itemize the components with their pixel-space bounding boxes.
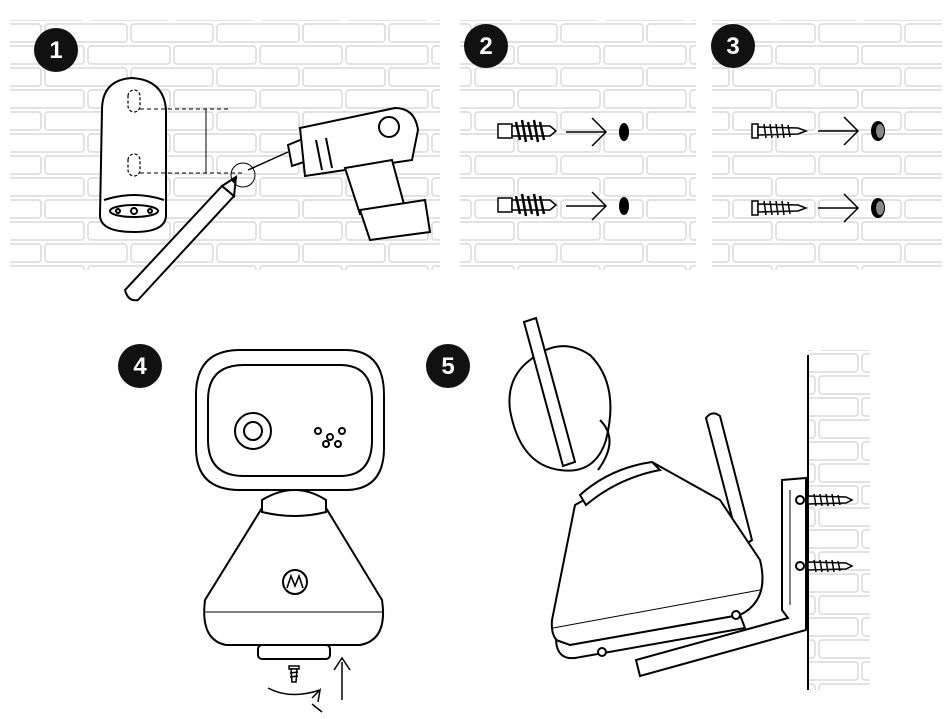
antenna <box>704 412 754 550</box>
drill-hole-icon <box>619 123 629 141</box>
screw-icon <box>751 123 809 139</box>
rotate-arrow-icon <box>267 656 351 713</box>
drill-hole-icon <box>619 197 629 215</box>
panel-3: 3 <box>711 20 942 270</box>
step-badge-4: 4 <box>118 344 162 388</box>
drill-hole-icon <box>871 121 885 141</box>
wall-bracket-icon <box>98 76 167 234</box>
step-number-2: 2 <box>479 33 492 60</box>
drill-hole-icon <box>871 198 885 218</box>
screw-icon <box>807 493 854 507</box>
step-number-1: 1 <box>49 37 62 64</box>
panel-4: 4 <box>118 344 385 713</box>
wall-anchor-icon <box>497 193 558 217</box>
wall-anchor-icon <box>497 119 558 143</box>
step-number-5: 5 <box>441 353 454 380</box>
step-badge-2: 2 <box>464 24 508 68</box>
screw-icon <box>288 665 300 683</box>
camera-icon <box>508 316 764 660</box>
screw-icon <box>807 559 854 573</box>
measure-lines <box>140 108 256 188</box>
step-badge-1: 1 <box>34 28 78 72</box>
camera-icon <box>195 349 385 660</box>
pencil-icon <box>123 175 238 302</box>
motorola-logo-icon <box>282 569 308 595</box>
brick-wall-3 <box>712 20 942 270</box>
wall-bracket-icon <box>634 476 807 678</box>
step-number-4: 4 <box>133 353 147 380</box>
step-badge-5: 5 <box>426 344 470 388</box>
arrow-icon <box>818 116 860 223</box>
brick-wall-5 <box>808 350 870 690</box>
step-number-3: 3 <box>726 33 739 60</box>
drill-icon <box>247 106 432 242</box>
screw-icon <box>751 200 809 216</box>
panel-1: 1 <box>10 20 440 302</box>
panel-5: 5 <box>426 316 870 690</box>
arrow-icon <box>566 117 608 221</box>
step-badge-3: 3 <box>711 24 755 68</box>
panel-2: 2 <box>460 20 696 270</box>
